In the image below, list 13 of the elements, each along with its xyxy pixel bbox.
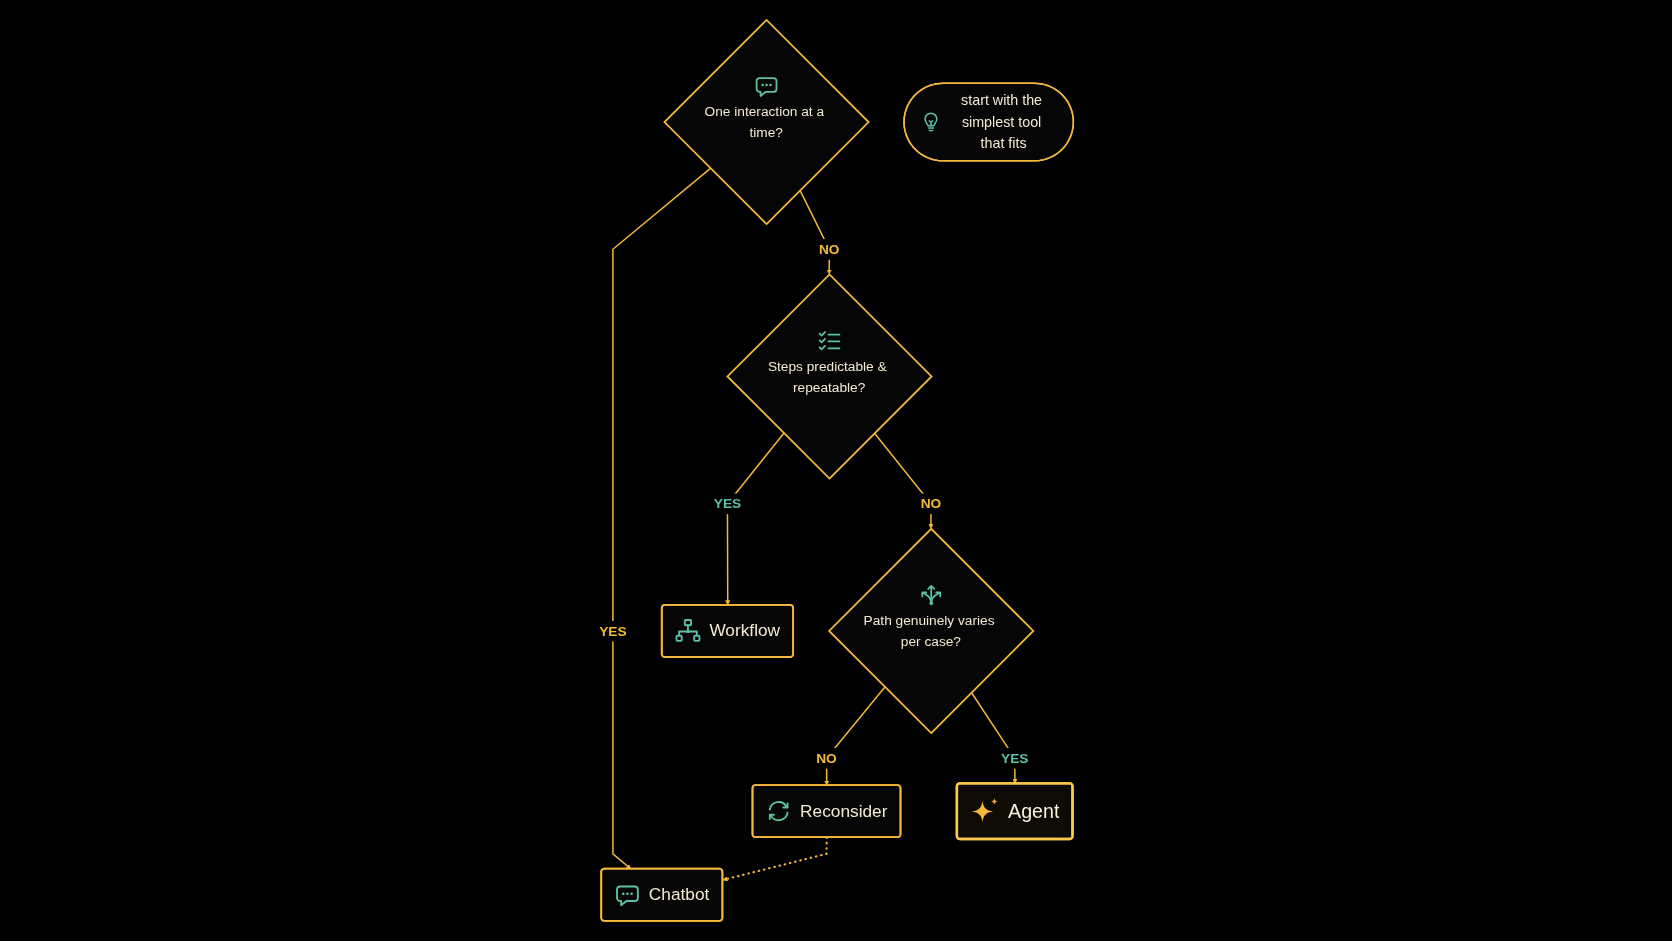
arrow <box>611 167 711 870</box>
edge-label: YES <box>1000 750 1029 766</box>
arrow <box>823 686 886 786</box>
arrow <box>873 432 934 530</box>
node-diamond: One interaction at a time? <box>662 18 870 226</box>
edge-label: YES <box>713 495 741 512</box>
edge-label: NO <box>818 241 840 257</box>
edge-label: NO <box>920 495 941 512</box>
edge-label: NO <box>815 750 837 766</box>
node-diamond: Path genuinely varies per case? <box>827 527 1035 735</box>
node-diamond: Steps predictable & repeatable? <box>725 273 933 480</box>
arrow <box>799 189 832 275</box>
edge-label: YES <box>598 623 627 639</box>
